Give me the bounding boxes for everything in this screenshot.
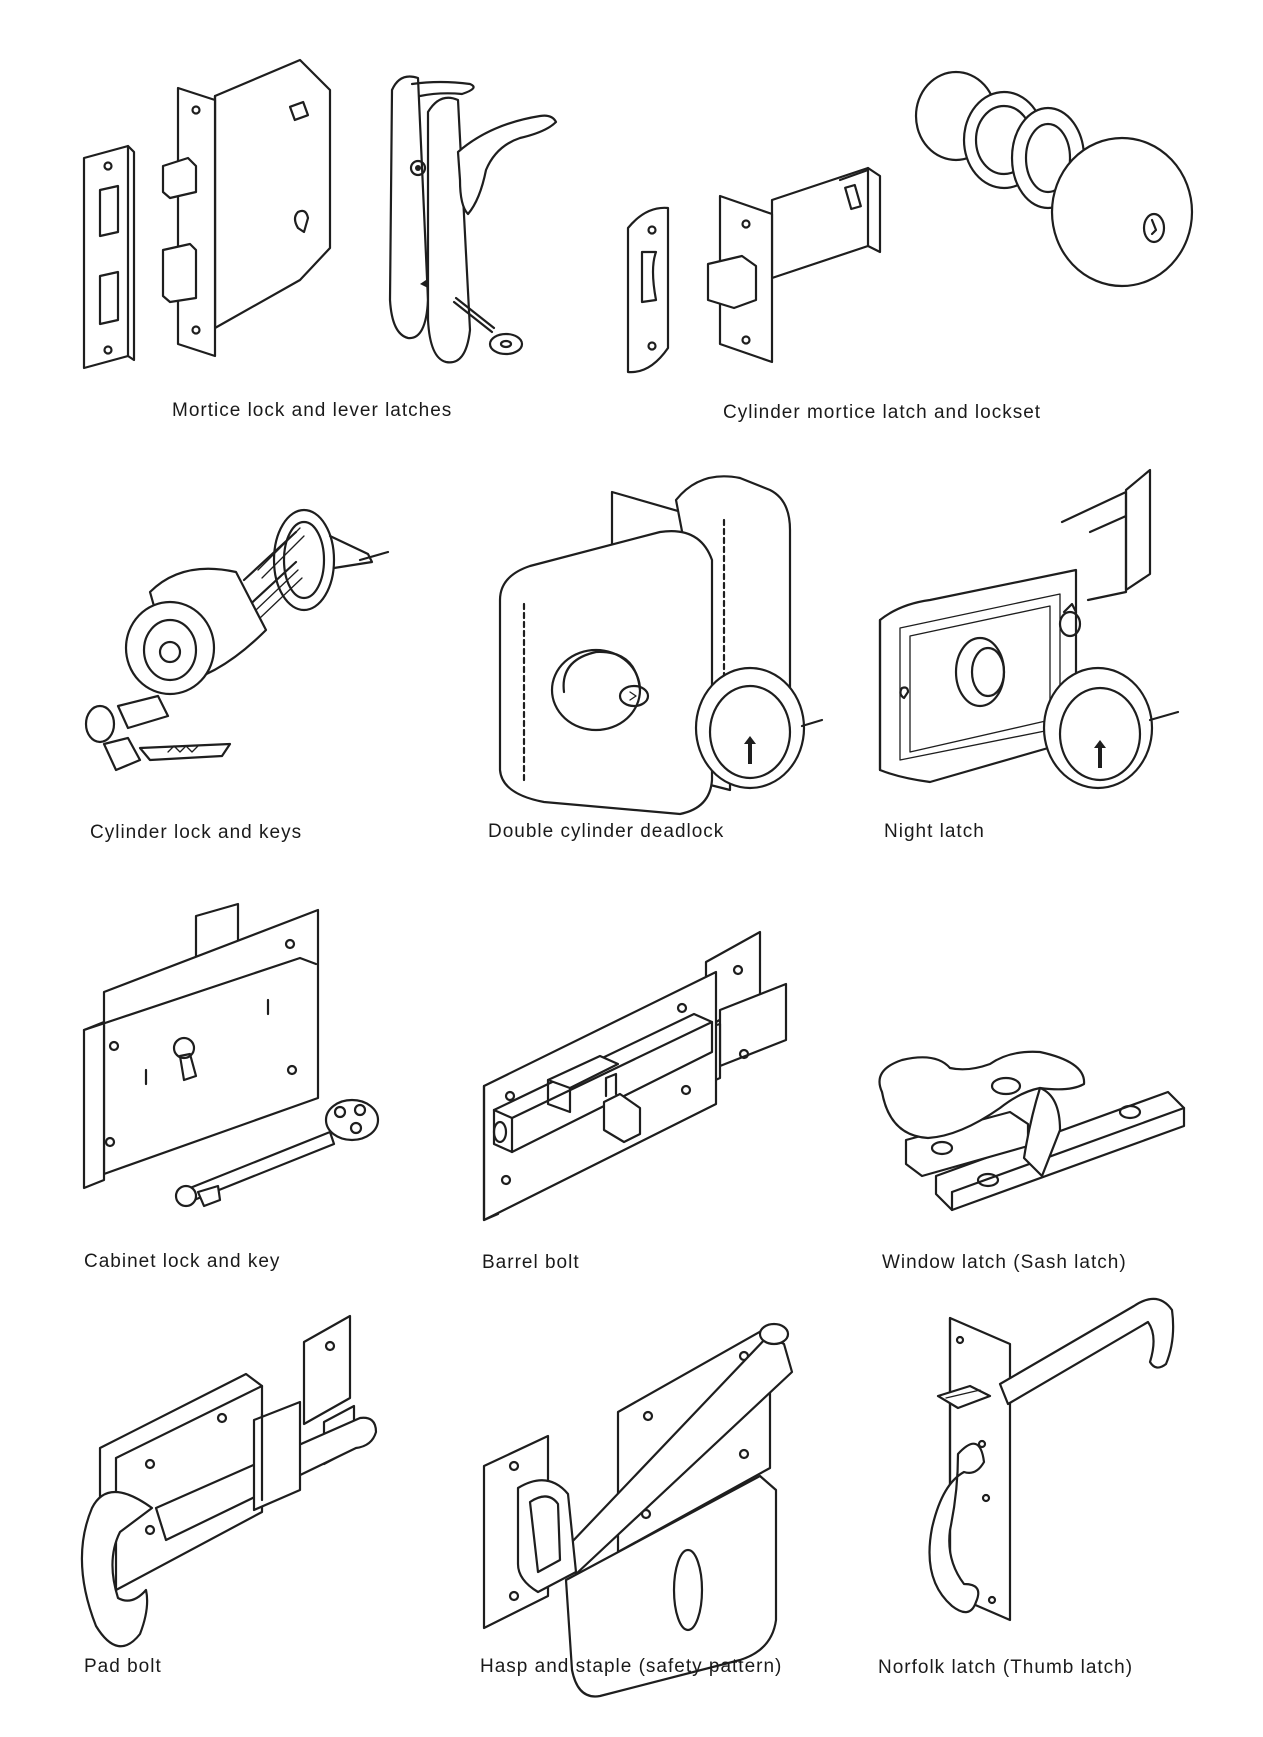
- hasp-staple-illustration: [482, 1322, 794, 1698]
- norfolk-latch-illustration: [928, 1297, 1175, 1622]
- caption-barrel-bolt: Barrel bolt: [482, 1252, 580, 1273]
- barrel-bolt-illustration: [482, 930, 788, 1222]
- double-cylinder-deadlock-illustration: [498, 475, 824, 816]
- caption-cylinder-mortice-latch: Cylinder mortice latch and lockset: [723, 402, 1042, 423]
- mortice-lock-illustration: [82, 58, 558, 370]
- caption-pad-bolt: Pad bolt: [84, 1656, 162, 1677]
- cylinder-mortice-latch-illustration: [626, 70, 1194, 374]
- caption-hasp-staple: Hasp and staple (safety pattern): [480, 1656, 783, 1677]
- cabinet-lock-illustration: [82, 902, 380, 1208]
- caption-double-cylinder-deadlock: Double cylinder deadlock: [488, 821, 725, 842]
- window-latch-illustration: [878, 1050, 1186, 1212]
- pad-bolt-illustration: [80, 1314, 378, 1648]
- night-latch-illustration: [878, 468, 1180, 790]
- caption-norfolk-latch: Norfolk latch (Thumb latch): [878, 1657, 1134, 1678]
- caption-cabinet-lock: Cabinet lock and key: [84, 1251, 281, 1272]
- caption-window-latch: Window latch (Sash latch): [882, 1252, 1127, 1273]
- caption-cylinder-lock: Cylinder lock and keys: [90, 822, 303, 843]
- caption-night-latch: Night latch: [884, 821, 985, 842]
- cylinder-lock-illustration: [84, 508, 390, 772]
- caption-mortice-lock: Mortice lock and lever latches: [172, 400, 453, 421]
